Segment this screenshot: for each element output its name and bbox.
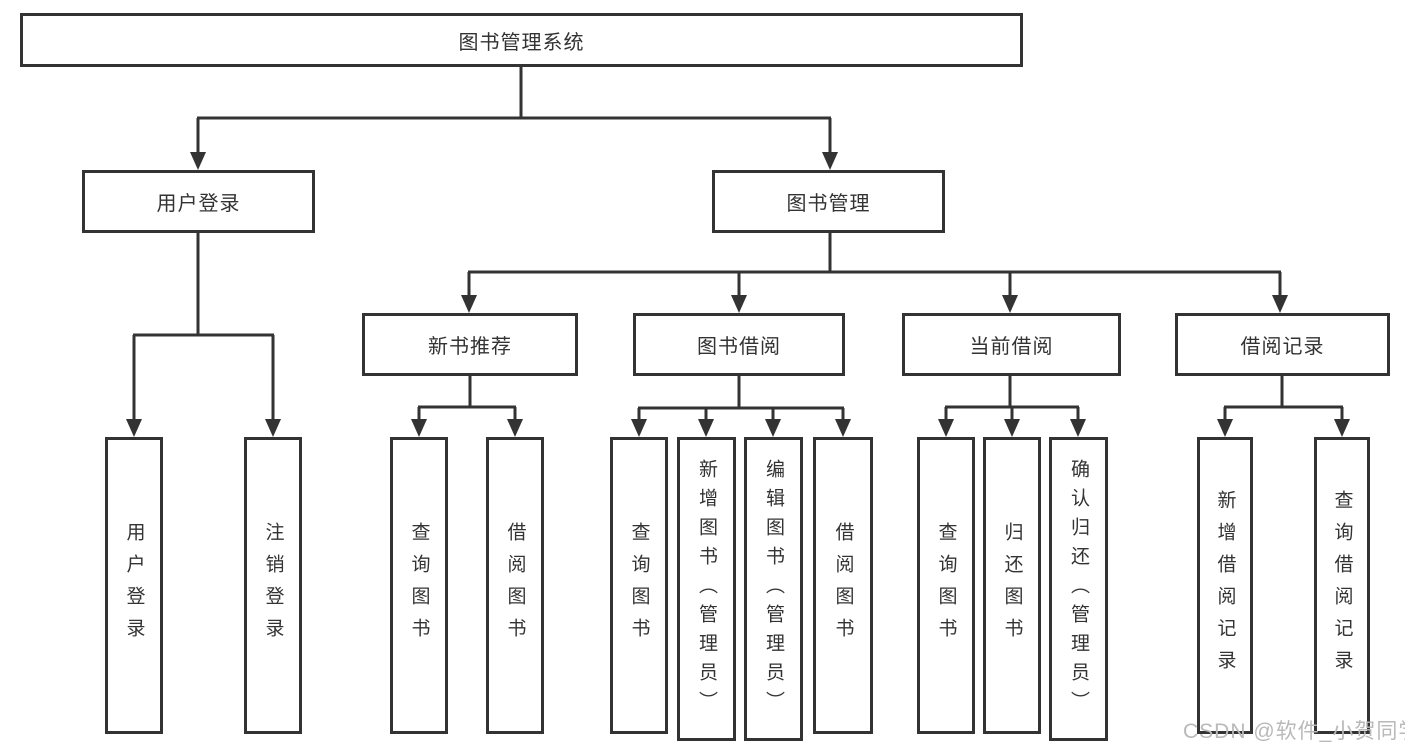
leaf-query-borrow-record: 查询借阅记录 xyxy=(1314,437,1370,734)
leaf-label: 借阅图书 xyxy=(832,521,854,650)
leaf-query-books-current: 查询图书 xyxy=(917,437,975,734)
connector-current-to-leaves xyxy=(938,374,1086,437)
leaf-label: 借阅图书 xyxy=(504,521,526,650)
leaf-label: 新增图书（管理员） xyxy=(696,458,717,720)
connector-newbooks-to-leaves xyxy=(411,374,523,437)
node-user-login: 用户登录 xyxy=(82,170,315,233)
node-new-book-recommend-label: 新书推荐 xyxy=(428,336,512,358)
connector-borrow-to-leaves xyxy=(631,374,851,437)
leaf-label: 查询图书 xyxy=(628,521,650,650)
leaf-borrow-books: 借阅图书 xyxy=(813,437,873,734)
node-root-system: 图书管理系统 xyxy=(20,13,1023,67)
leaf-label: 新增借阅记录 xyxy=(1214,489,1236,682)
leaf-borrow-books-recommend: 借阅图书 xyxy=(486,437,544,734)
node-user-login-label: 用户登录 xyxy=(156,193,241,215)
node-book-borrow: 图书借阅 xyxy=(633,313,845,376)
leaf-label: 查询图书 xyxy=(408,521,430,650)
connector-login-to-leaves xyxy=(126,231,281,437)
leaf-label: 编辑图书（管理员） xyxy=(763,458,784,720)
connector-mgmt-to-level3 xyxy=(461,231,1288,313)
node-borrow-records: 借阅记录 xyxy=(1175,313,1390,376)
leaf-add-books-admin: 新增图书（管理员） xyxy=(677,437,736,741)
leaf-confirm-return-admin: 确认归还（管理员） xyxy=(1049,437,1108,741)
leaf-label: 归还图书 xyxy=(1001,521,1023,650)
node-book-management-label: 图书管理 xyxy=(786,193,871,215)
node-book-management: 图书管理 xyxy=(712,170,945,233)
leaf-label: 确认归还（管理员） xyxy=(1068,458,1089,720)
leaf-user-login: 用户登录 xyxy=(105,437,163,734)
node-new-book-recommend: 新书推荐 xyxy=(362,313,578,376)
leaf-query-books-recommend: 查询图书 xyxy=(390,437,448,734)
connector-records-to-leaves xyxy=(1217,374,1350,437)
csdn-watermark: CSDN @软件_小贺同学 xyxy=(1183,720,1405,743)
leaf-label: 查询图书 xyxy=(935,521,957,650)
leaf-return-books: 归还图书 xyxy=(983,437,1041,734)
node-borrow-records-label: 借阅记录 xyxy=(1240,336,1325,358)
leaf-query-books-borrow: 查询图书 xyxy=(610,437,668,734)
node-current-borrow-label: 当前借阅 xyxy=(969,336,1054,358)
node-current-borrow: 当前借阅 xyxy=(902,313,1121,376)
leaf-label: 注销登录 xyxy=(262,521,284,650)
node-book-borrow-label: 图书借阅 xyxy=(697,336,781,358)
leaf-label: 查询借阅记录 xyxy=(1331,489,1353,682)
node-root-label: 图书管理系统 xyxy=(458,31,585,54)
leaf-add-borrow-record: 新增借阅记录 xyxy=(1197,437,1253,734)
leaf-edit-books-admin: 编辑图书（管理员） xyxy=(744,437,803,741)
leaf-logout: 注销登录 xyxy=(244,437,302,734)
connector-root-to-level2 xyxy=(190,66,838,170)
leaf-label: 用户登录 xyxy=(123,521,145,650)
